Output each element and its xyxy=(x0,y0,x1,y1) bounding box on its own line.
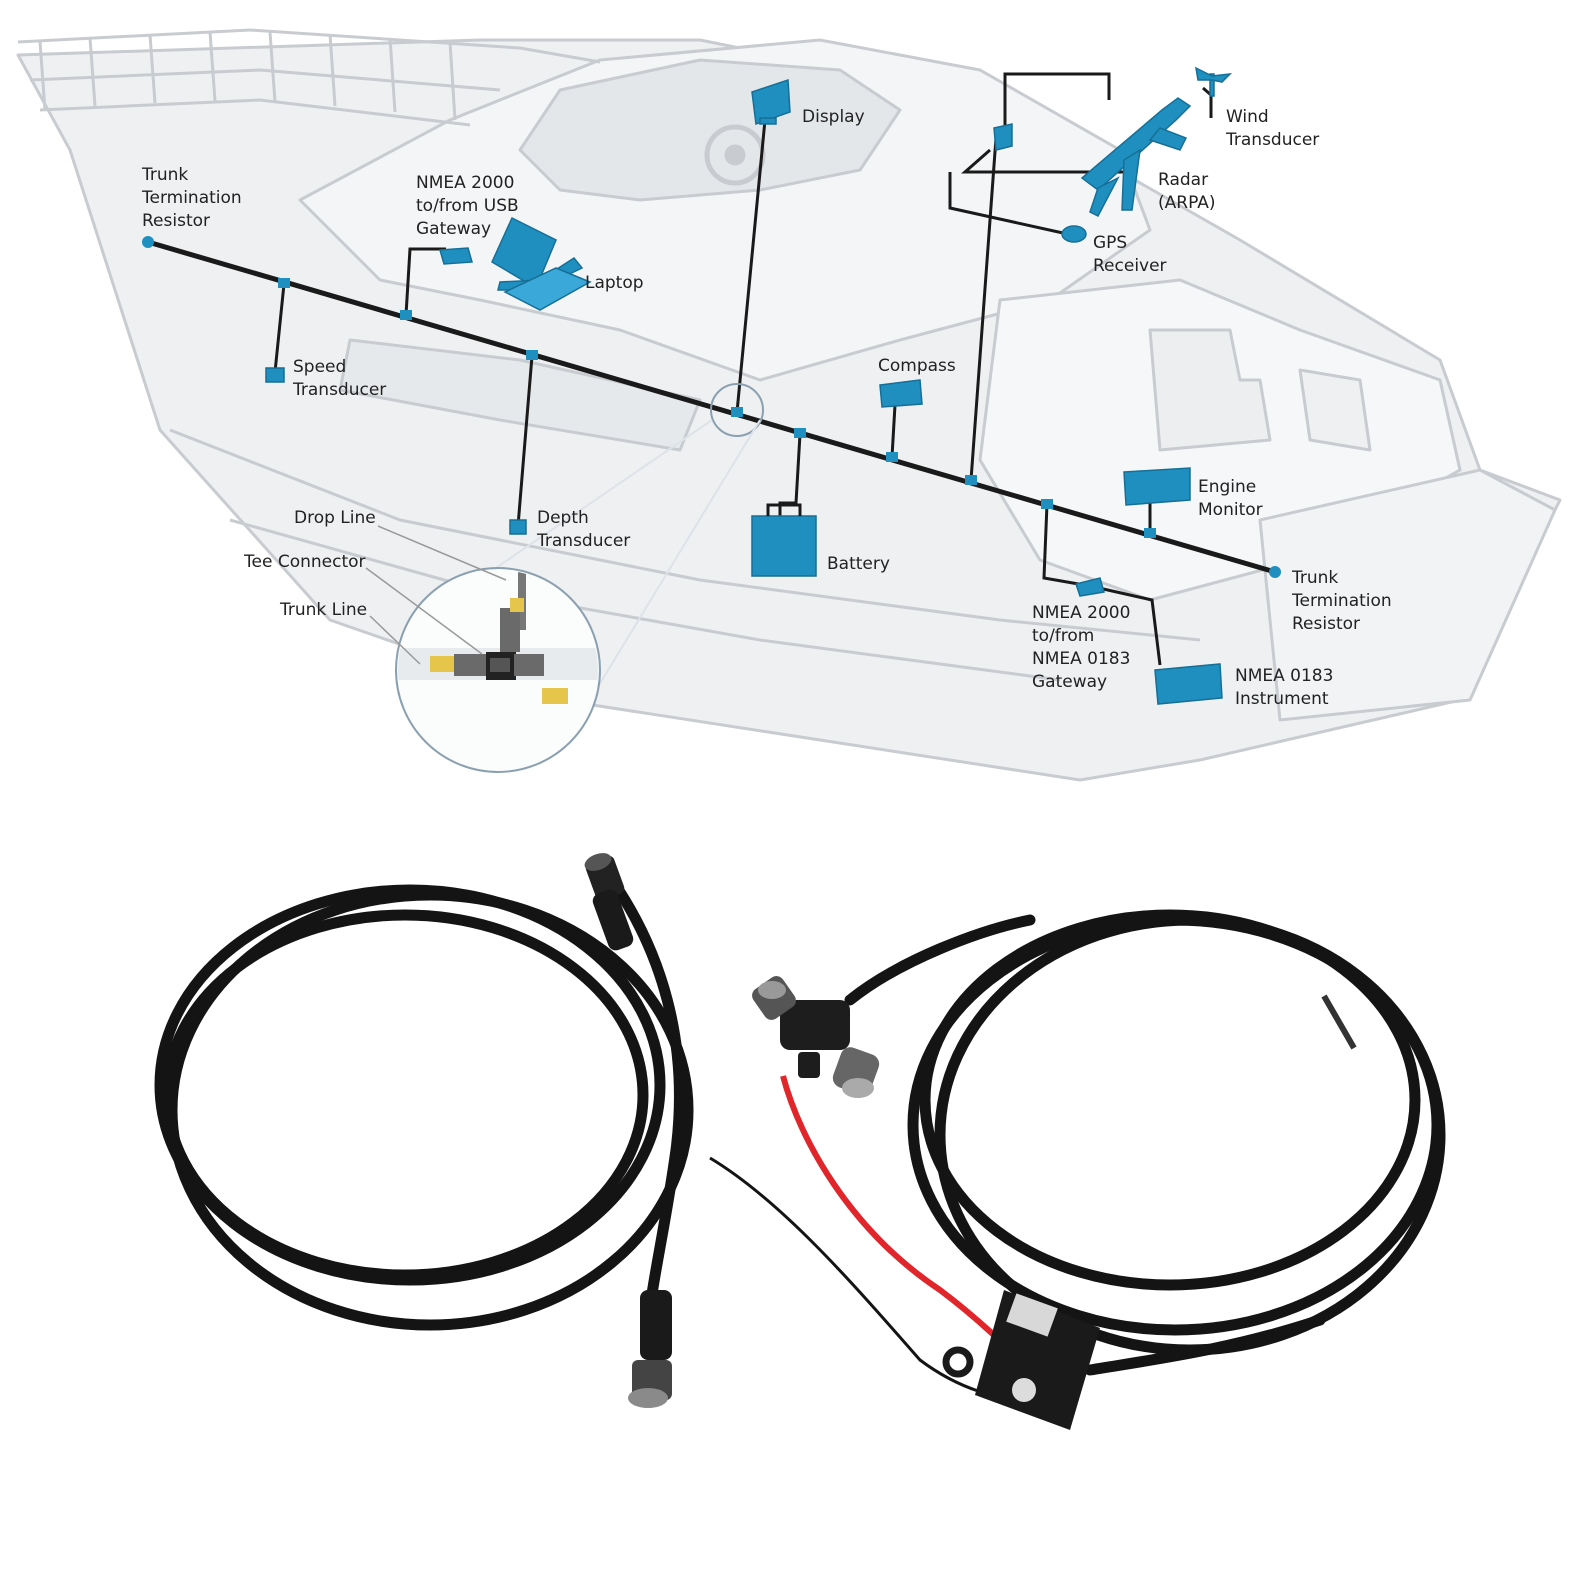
label-drop-line: Drop Line xyxy=(294,508,376,528)
drop-line-speed xyxy=(273,283,286,373)
tee-node xyxy=(731,407,743,417)
tee-node xyxy=(526,350,538,360)
leader-tee-connector xyxy=(365,567,483,655)
wire-black xyxy=(709,1156,1031,1402)
tee-connector-icon xyxy=(430,598,568,704)
tee-node xyxy=(965,475,977,485)
label-trunk-term-right: Trunk Termination Resistor xyxy=(1291,568,1397,634)
compass-icon xyxy=(879,379,923,408)
drop-line-usb-gateway xyxy=(404,247,446,316)
label-gps: GPS Receiver xyxy=(1093,233,1167,276)
drop-line-gps-frame-2 xyxy=(948,172,1073,237)
laptop-icon xyxy=(491,216,592,311)
tee-node xyxy=(1041,499,1053,509)
drop-line-battery xyxy=(778,433,802,518)
labels: Trunk Termination Resistor NMEA 2000 to/… xyxy=(141,107,1397,709)
fuse-holder-photo xyxy=(942,1290,1100,1430)
connector-bottom-left xyxy=(628,1290,672,1408)
gps-receiver-icon xyxy=(1061,225,1087,243)
tee-node xyxy=(1144,528,1156,538)
depth-transducer-icon xyxy=(509,519,527,535)
product-photo xyxy=(154,853,1446,1430)
label-trunk-line: Trunk Line xyxy=(279,600,367,620)
display-icon xyxy=(751,78,791,126)
trunk-termination-left xyxy=(142,236,154,248)
tee-node xyxy=(400,310,412,320)
nmea-0183-gateway-icon xyxy=(1075,577,1105,597)
label-radar: Radar (ARPA) xyxy=(1158,170,1216,213)
tee-node xyxy=(794,428,806,438)
tee-connector-photo xyxy=(752,976,880,1098)
wind-vane-icon xyxy=(1195,66,1233,97)
tee-node xyxy=(278,278,290,288)
label-instrument: NMEA 0183 Instrument xyxy=(1235,666,1339,709)
label-speed: Speed Transducer xyxy=(292,357,386,400)
coiled-cable-left xyxy=(154,874,694,1336)
radar-junction-icon xyxy=(993,123,1013,151)
radar-icon xyxy=(1080,97,1192,217)
label-display: Display xyxy=(802,107,865,127)
tee-nodes xyxy=(278,278,1156,538)
label-battery: Battery xyxy=(827,554,890,574)
battery-icon xyxy=(751,503,817,577)
drop-line-gps-radar xyxy=(969,137,998,481)
tee-node xyxy=(886,452,898,462)
engine-monitor-icon xyxy=(1123,467,1191,506)
tee-zoom-inset xyxy=(365,525,601,773)
bow-rail xyxy=(17,28,601,127)
leader-trunk-line xyxy=(369,615,421,665)
trunk-termination-right xyxy=(1269,566,1281,578)
zoom-circle-small xyxy=(710,383,764,437)
drop-line-radar-frame xyxy=(1003,72,1111,128)
devices xyxy=(265,66,1233,705)
label-usb-gateway: NMEA 2000 to/from USB Gateway xyxy=(416,173,524,239)
label-compass: Compass xyxy=(878,356,956,376)
drop-line-depth xyxy=(516,355,534,527)
speed-transducer-icon xyxy=(265,367,285,383)
drop-line-compass xyxy=(890,404,897,458)
label-engine: Engine Monitor xyxy=(1198,477,1263,520)
connector-top-left xyxy=(584,853,634,951)
cable-tie xyxy=(1321,994,1357,1050)
nmea-0183-instrument-icon xyxy=(1154,663,1223,705)
label-wind: Wind Transducer xyxy=(1225,107,1319,150)
label-depth: Depth Transducer xyxy=(536,508,630,551)
coiled-cable-right xyxy=(844,909,1446,1376)
label-0183-gateway: NMEA 2000 to/from NMEA 0183 Gateway xyxy=(1032,603,1136,692)
label-trunk-term-left: Trunk Termination Resistor xyxy=(141,165,247,231)
leader-drop-line xyxy=(377,525,507,581)
drop-line-display xyxy=(735,119,767,413)
usb-gateway-icon xyxy=(439,247,473,265)
label-laptop: Laptop xyxy=(585,273,644,293)
label-tee-connector: Tee Connector xyxy=(243,552,366,572)
